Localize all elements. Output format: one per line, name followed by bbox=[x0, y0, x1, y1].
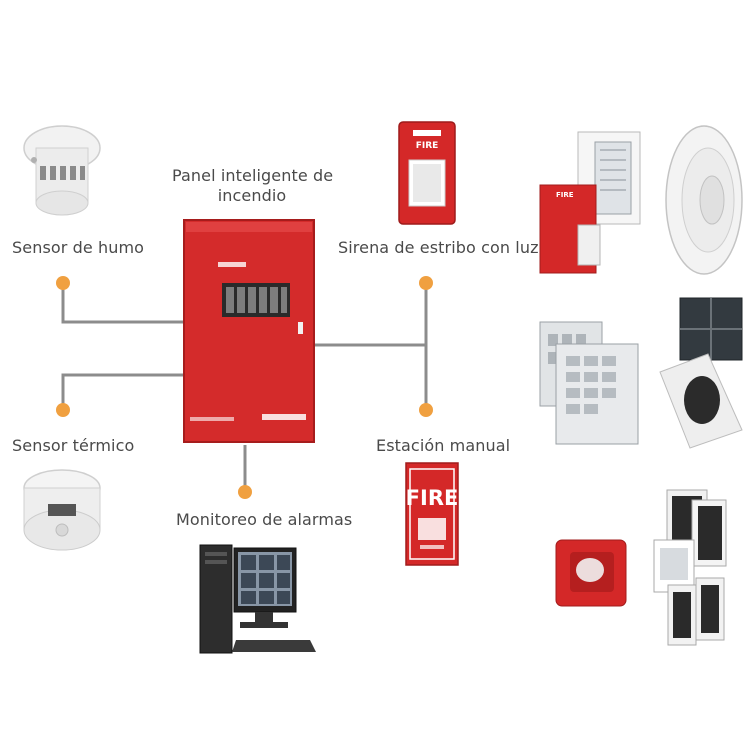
thermal-sensor-image bbox=[23, 469, 101, 551]
red-panel-fire-text: FIRE bbox=[556, 191, 574, 199]
smoke-sensor-label: Sensor de humo bbox=[12, 238, 145, 257]
siren-fire-text: FIRE bbox=[416, 141, 439, 151]
thermal-sensor-label: Sensor térmico bbox=[12, 436, 135, 455]
node-dots bbox=[56, 276, 433, 499]
panel-title: Panel inteligente de incendio bbox=[172, 166, 334, 206]
gray-modules-image bbox=[539, 321, 639, 445]
fire-panel-image bbox=[183, 219, 315, 443]
node-dot-monitoring bbox=[238, 485, 252, 499]
siren-image: FIRE bbox=[398, 121, 456, 225]
node-dot-thermal bbox=[56, 403, 70, 417]
line-siren bbox=[313, 283, 428, 347]
manual-station-fire-text: FIRE bbox=[406, 486, 459, 510]
node-dot-smoke bbox=[56, 276, 70, 290]
computer-image bbox=[199, 544, 316, 654]
smoke-sensor-image bbox=[23, 125, 101, 216]
panel-title-line2: incendio bbox=[217, 186, 287, 205]
strobe-panels-image bbox=[653, 489, 727, 646]
line-smoke-sensor bbox=[61, 283, 185, 324]
beam-detector-image bbox=[659, 297, 743, 449]
node-dot-manual bbox=[419, 403, 433, 417]
round-detector-image bbox=[665, 125, 743, 275]
node-dot-siren bbox=[419, 276, 433, 290]
line-thermal-sensor bbox=[61, 373, 185, 410]
alarm-monitoring-label: Monitoreo de alarmas bbox=[176, 510, 353, 529]
connector-lines bbox=[61, 283, 428, 492]
red-station-image bbox=[555, 539, 627, 607]
manual-station-label: Estación manual bbox=[376, 436, 511, 455]
siren-label: Sirena de estribo con luz bbox=[338, 238, 539, 257]
panel-title-line1: Panel inteligente de bbox=[172, 166, 334, 185]
manual-station-image: FIRE bbox=[405, 462, 459, 566]
control-module-image: FIRE bbox=[539, 131, 641, 274]
